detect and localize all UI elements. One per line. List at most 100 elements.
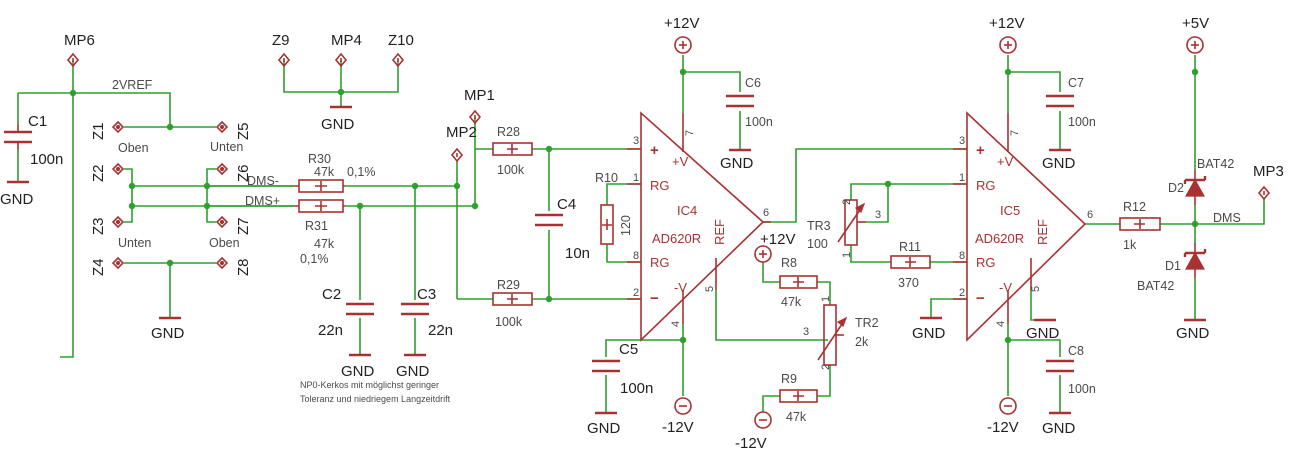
- pin-number: 1: [841, 252, 853, 258]
- junction-dot: [884, 180, 892, 188]
- pin-number: 1: [633, 172, 639, 184]
- gnd-label: GND: [1176, 325, 1210, 342]
- gnd-label: GND: [321, 116, 355, 133]
- note-line: NP0-Kerkos mit möglichst geringer: [300, 380, 439, 390]
- part-value: 100k: [495, 315, 523, 329]
- part-value: 100n: [1068, 382, 1096, 396]
- part-name: R9: [781, 372, 797, 386]
- resistor-r8: [779, 275, 818, 289]
- terminal-label: Z8: [235, 258, 252, 276]
- terminal-label: Z2: [90, 164, 107, 182]
- test-point-icon: [1257, 185, 1271, 201]
- supply-label: +12V: [664, 15, 699, 32]
- opamp-minus-sign: −: [650, 290, 659, 307]
- terminal-pad-hole: [115, 219, 121, 225]
- part-value: 100n: [745, 115, 773, 129]
- supply-plus-icon: [999, 36, 1017, 54]
- trimpot-tr2: [817, 304, 848, 366]
- part-name: R29: [497, 278, 520, 292]
- terminal-pad-icon: [215, 256, 229, 270]
- resistor-r10: [600, 204, 614, 245]
- mp-label: MP2: [446, 124, 477, 141]
- test-point-icon: [450, 147, 464, 163]
- part-value: 47k: [314, 237, 335, 251]
- opamp-minus-sign: −: [976, 290, 985, 307]
- terminal-label: Z3: [90, 217, 107, 235]
- diode-d1: [1183, 243, 1207, 278]
- junction-dot: [1191, 220, 1199, 228]
- opamp-pin-name: +V: [997, 154, 1014, 169]
- terminal-pad-icon: [215, 215, 229, 229]
- part-name: C5: [619, 341, 638, 358]
- test-point-icon: [277, 52, 291, 68]
- part-name: C7: [1068, 76, 1084, 90]
- part-name: R12: [1123, 200, 1146, 214]
- capacitor-c3: [401, 302, 429, 316]
- pin-number: 3: [959, 135, 965, 147]
- terminal-pad-hole: [219, 260, 225, 266]
- supply-symbols: [674, 36, 1204, 429]
- part-value: BAT42: [1197, 157, 1234, 171]
- terminal-pad-hole: [115, 166, 121, 172]
- part-value: BAT42: [1137, 279, 1174, 293]
- pin-number: 5: [704, 286, 716, 292]
- part-value: 47k: [314, 165, 335, 179]
- terminal-pads: [111, 120, 229, 270]
- terminal-pad-icon: [111, 215, 125, 229]
- gnd-label: GND: [1042, 420, 1076, 437]
- gnd-label: GND: [1026, 325, 1060, 342]
- opamp-pin-name: REF: [712, 219, 727, 245]
- supply-label: +12V: [989, 15, 1024, 32]
- terminal-label: Z6: [235, 164, 252, 182]
- junction-dot: [69, 89, 77, 97]
- opamp-ref: IC4: [677, 203, 697, 218]
- junction-dot: [166, 259, 174, 267]
- terminal-pad-hole: [219, 124, 225, 130]
- terminal-sublabel: Oben: [209, 236, 240, 250]
- supply-label: +5V: [1182, 15, 1209, 32]
- part-value: 1k: [1123, 238, 1137, 252]
- terminal-pad-icon: [111, 256, 125, 270]
- supply-plus-icon: [674, 36, 692, 54]
- terminal-sublabel: Oben: [118, 141, 149, 155]
- opamp-ic5: [953, 111, 1087, 342]
- pin-number: 8: [959, 250, 965, 262]
- gnd-label: GND: [0, 191, 34, 208]
- part-value: 47k: [781, 295, 802, 309]
- pin-number: 4: [995, 321, 1007, 327]
- test-point-icon: [468, 109, 482, 125]
- terminal-label: Z7: [235, 217, 252, 235]
- terminal-pad-hole: [115, 124, 121, 130]
- junction-dot: [1191, 68, 1199, 76]
- resistor-r29: [492, 292, 533, 306]
- junctions: [69, 68, 1199, 344]
- part-value: 120: [619, 215, 633, 236]
- terminal-pad-icon: [111, 162, 125, 176]
- pin-number: 1: [959, 172, 965, 184]
- gnd-label: GND: [151, 325, 185, 342]
- part-name: D2: [1168, 181, 1184, 195]
- test-point-icon: [334, 52, 348, 68]
- resistor-r9: [779, 389, 818, 403]
- part-value: 100n: [30, 151, 63, 168]
- pin-number: 6: [1087, 209, 1093, 221]
- part-value: 370: [898, 276, 919, 290]
- part-name: C2: [322, 286, 341, 303]
- terminal-sublabel: Unten: [118, 236, 151, 250]
- capacitor-c5: [592, 359, 620, 373]
- junction-dot: [453, 182, 461, 190]
- part-name: TR3: [807, 219, 831, 233]
- terminal-label: Z10: [388, 32, 414, 49]
- part-name: R31: [305, 219, 328, 233]
- supply-minus-icon: [674, 397, 692, 415]
- part-name: R10: [595, 171, 618, 185]
- supply-plus-icon: [1186, 36, 1204, 54]
- junction-dot: [203, 182, 211, 190]
- resistor-r12: [1119, 217, 1161, 231]
- test-point-icon: [391, 52, 405, 68]
- junction-dot: [337, 88, 345, 96]
- part-value: 10n: [565, 245, 590, 262]
- terminal-label: Z9: [272, 32, 290, 49]
- junction-dot: [203, 202, 211, 210]
- part-name: C3: [417, 286, 436, 303]
